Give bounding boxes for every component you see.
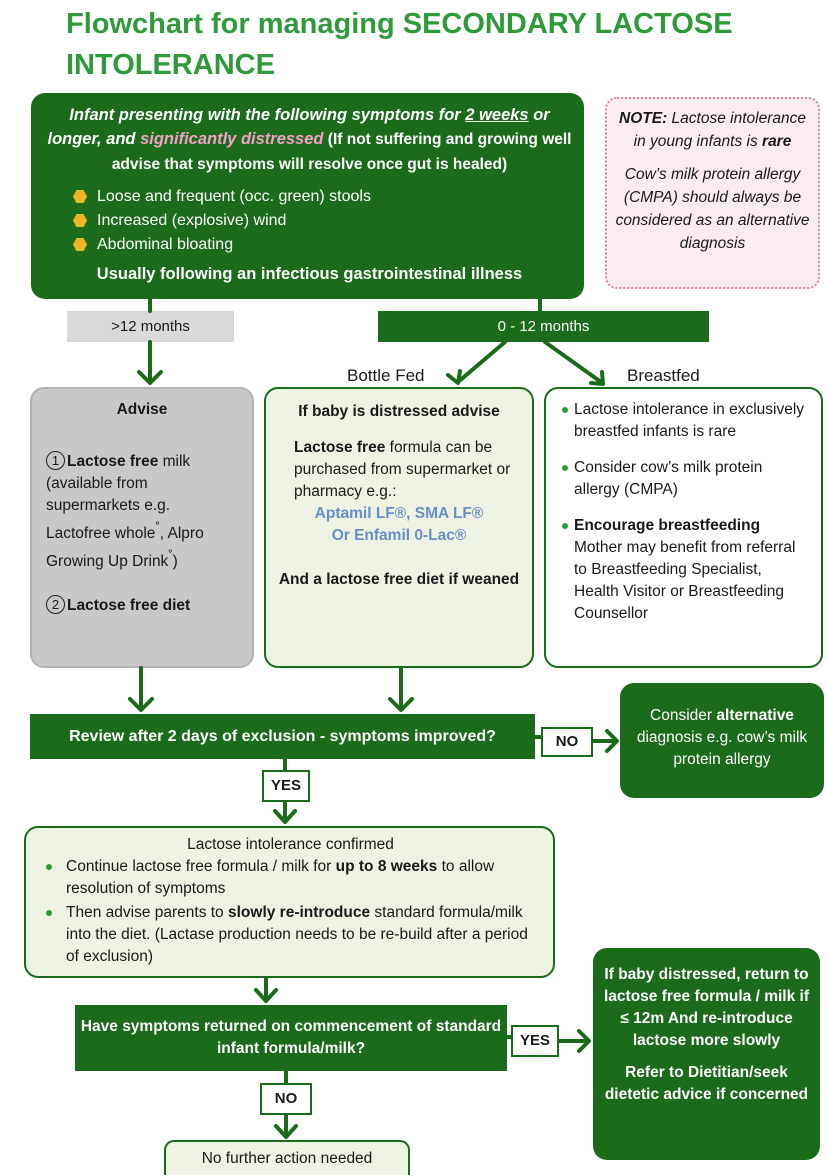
confirmed-item: Continue lactose free formula / milk for… (42, 856, 539, 900)
arrow-advise-to-review (128, 666, 154, 712)
breastfed-list: Lactose intolerance in exclusively breas… (560, 399, 809, 625)
presenting-intro: Infant presenting with the following sym… (47, 106, 572, 173)
symptom-item: Increased (explosive) wind (73, 209, 576, 233)
bottle-lactose-free: Lactose free formula can be purchased fr… (294, 439, 511, 500)
distressed-text: If baby distressed, return to lactose fr… (603, 966, 809, 1049)
arrow-to-breast (543, 340, 605, 386)
distressed-return-box: If baby distressed, return to lactose fr… (593, 948, 820, 1160)
usually-following: Usually following an infectious gastroin… (96, 265, 523, 283)
presenting-symptoms-box: Infant presenting with the following sym… (31, 93, 584, 299)
confirmed-heading: Lactose intolerance confirmed (187, 836, 394, 853)
age-0-12-months: 0 - 12 months (378, 311, 709, 342)
lactose-confirmed-box: Lactose intolerance confirmed Continue l… (24, 826, 555, 978)
symptoms-returned-question: Have symptoms returned on commencement o… (75, 1005, 507, 1071)
dietitian-text: Refer to Dietitian/seek dietetic advice … (604, 1064, 809, 1103)
note-box: NOTE: Lactose intolerance in young infan… (605, 97, 820, 289)
bottle-heading: If baby is distressed advise (298, 403, 500, 420)
confirmed-list: Continue lactose free formula / milk for… (42, 856, 539, 968)
hexagon-bullet-icon (73, 238, 87, 251)
advise-heading: Advise (116, 401, 168, 418)
note-rare: NOTE: Lactose intolerance in young infan… (619, 110, 806, 150)
formula-brands-2: Or Enfamil 0-Lac® (331, 527, 467, 544)
arrow-no-to-nofurther (274, 1113, 298, 1139)
arrow-confirmed-to-returned (254, 976, 278, 1003)
bottle-weaned: And a lactose free diet if weaned (278, 571, 520, 588)
no-further-action-box: No further action needed (164, 1140, 410, 1175)
symptom-item: Loose and frequent (occ. green) stools (73, 185, 576, 209)
arrow-no-to-consider (591, 729, 619, 753)
breastfed-item: Lactose intolerance in exclusively breas… (560, 399, 809, 443)
breastfed-box: Lactose intolerance in exclusively breas… (544, 387, 823, 668)
arrow-yes-to-confirmed (273, 800, 297, 824)
symptom-list: Loose and frequent (occ. green) stools I… (73, 185, 576, 257)
hexagon-bullet-icon (73, 214, 87, 227)
page-title: Flowchart for managing SECONDARY LACTOSE… (66, 8, 733, 81)
arrow-bottle-to-review (388, 666, 414, 712)
age-over-12-months: >12 months (67, 311, 234, 342)
breastfed-label: Breastfed (627, 366, 700, 385)
arrow-over12-to-advise (137, 340, 163, 385)
note-cmpa: Cow’s milk protein allergy (CMPA) should… (615, 166, 810, 252)
hexagon-bullet-icon (73, 190, 87, 203)
bottle-fed-label: Bottle Fed (347, 366, 425, 385)
consider-alternative-box: Consider alternative diagnosis e.g. cow’… (620, 683, 824, 798)
arrow-to-bottle (446, 340, 507, 385)
confirmed-item: Then advise parents to slowly re-introdu… (42, 902, 539, 968)
review-question: Review after 2 days of exclusion - sympt… (30, 714, 535, 759)
arrow-yes-to-distressed (557, 1029, 591, 1053)
bottle-fed-box: If baby is distressed advise Lactose fre… (264, 387, 534, 668)
breastfed-item: Consider cow’s milk protein allergy (CMP… (560, 457, 809, 501)
formula-brands-1: Aptamil LF®, SMA LF® (314, 505, 484, 522)
symptom-item: Abdominal bloating (73, 233, 576, 257)
